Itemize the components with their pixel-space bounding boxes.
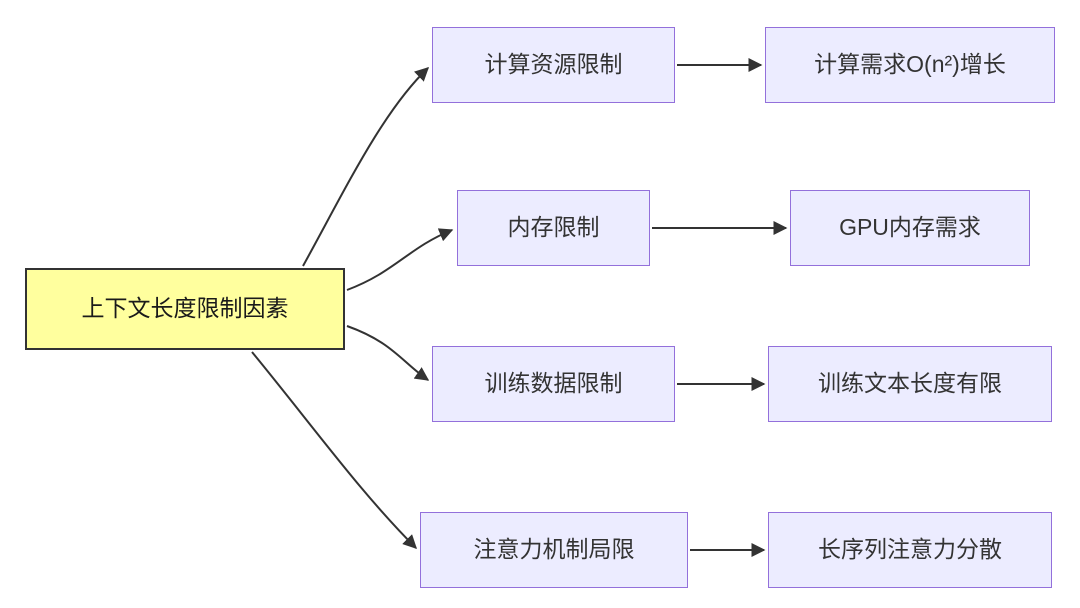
node-label-compute-demand-on2-growth: 计算需求O(n²)增长 [814,51,1006,78]
node-label-training-data-limit: 训练数据限制 [484,370,623,397]
node-attention-mechanism-limit: 注意力机制局限 [420,512,688,588]
node-training-text-length-limited: 训练文本长度有限 [768,346,1052,422]
edge-root-to-memory-limit [346,228,454,291]
node-computing-resource-limit: 计算资源限制 [432,27,675,103]
node-training-data-limit: 训练数据限制 [432,346,675,422]
edge-root-to-training-data-limit [346,325,430,381]
node-label-context-length-limit-factors: 上下文长度限制因素 [81,295,289,322]
node-gpu-memory-demand: GPU内存需求 [790,190,1030,266]
edge-root-to-attention-mechanism-limit [251,351,417,549]
node-long-sequence-attention-dispersion: 长序列注意力分散 [768,512,1052,588]
node-label-memory-limit: 内存限制 [507,214,600,241]
node-context-length-limit-factors: 上下文长度限制因素 [25,268,345,350]
node-memory-limit: 内存限制 [457,190,650,266]
node-label-gpu-memory-demand: GPU内存需求 [839,214,981,241]
node-label-training-text-length-limited: 训练文本长度有限 [818,370,1002,397]
edge-root-to-computing-resource-limit [302,67,430,267]
node-label-computing-resource-limit: 计算资源限制 [484,51,623,78]
node-label-attention-mechanism-limit: 注意力机制局限 [473,536,635,563]
node-label-long-sequence-attention-dispersion: 长序列注意力分散 [818,536,1002,563]
node-compute-demand-on2-growth: 计算需求O(n²)增长 [765,27,1055,103]
